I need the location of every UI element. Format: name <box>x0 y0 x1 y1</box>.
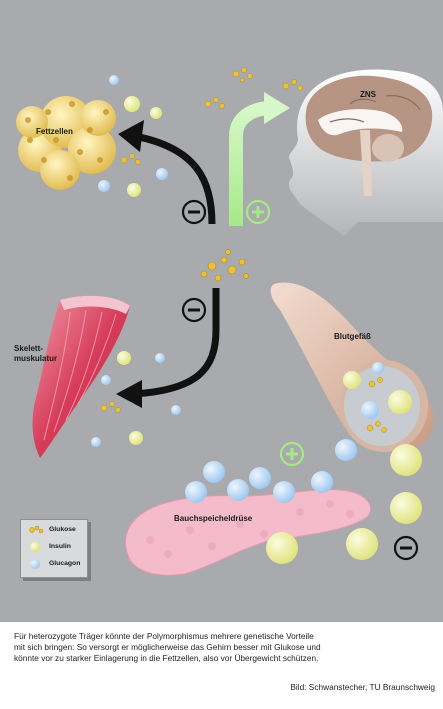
fat-cells-illustration <box>16 96 116 190</box>
legend-row-glucagon: Glucagon <box>27 558 89 572</box>
arrow-to-muscle <box>116 288 220 408</box>
caption-line-1: Für heterozygote Träger könnte der Polym… <box>14 631 314 641</box>
label-bauchspeicheldruese: Bauchspeicheldrüse <box>174 514 253 523</box>
diagram-panel: Fettzellen ZNS Skelett- muskulatur Blutg… <box>0 0 443 622</box>
arrow-to-brain <box>229 92 290 226</box>
label-zns: ZNS <box>360 90 376 99</box>
arrow-to-fat-cells <box>118 120 216 225</box>
glukose-cluster-central <box>200 249 249 282</box>
legend-insulin-label: Insulin <box>49 543 71 550</box>
plus-sign-brain <box>245 199 271 225</box>
glukose-molecule <box>282 79 303 91</box>
label-fettzellen: Fettzellen <box>36 127 73 136</box>
label-skelett-line1: Skelett- <box>14 344 43 353</box>
label-blutgefaess: Blutgefäß <box>334 332 371 341</box>
legend-glucagon-icon <box>30 559 40 569</box>
head-brain-illustration <box>288 69 443 237</box>
insulin-molecules <box>117 96 422 564</box>
minus-sign-fat <box>181 199 207 225</box>
blood-vessel-illustration <box>270 282 434 452</box>
plus-sign-pancreas <box>279 441 305 467</box>
legend-glukose-icon <box>29 525 44 534</box>
minus-sign-muscle <box>181 297 207 323</box>
legend-glukose-label: Glukose <box>49 526 76 533</box>
legend-insulin-icon <box>30 542 40 552</box>
minus-sign-pancreas <box>393 535 419 561</box>
legend-row-insulin: Insulin <box>27 541 89 555</box>
legend-row-glukose: Glukose <box>27 524 89 538</box>
glukose-molecule <box>204 97 225 109</box>
glukose-molecule <box>120 153 141 165</box>
glucagon-molecules <box>91 75 384 503</box>
image-credit: Bild: Schwanstecher, TU Braunschweig <box>290 682 435 692</box>
glukose-molecule <box>100 401 121 413</box>
caption-line-2: mit sich bringen: So versorgt er möglich… <box>14 642 321 652</box>
glukose-molecule <box>368 377 383 388</box>
legend-glucagon-label: Glucagon <box>49 560 81 567</box>
glukose-molecule <box>232 67 253 83</box>
caption: Für heterozygote Träger könnte der Polym… <box>14 631 434 664</box>
label-skelett-line2: muskulatur <box>14 354 58 363</box>
glukose-molecule <box>366 421 387 433</box>
legend-box: Glukose Insulin Glucagon <box>20 519 88 578</box>
skeletal-muscle-illustration <box>32 295 130 458</box>
caption-line-3: könnte vor zu starker Einlagerung in die… <box>14 653 319 663</box>
diagram-graphic <box>16 67 443 576</box>
pancreas-illustration <box>125 489 371 576</box>
